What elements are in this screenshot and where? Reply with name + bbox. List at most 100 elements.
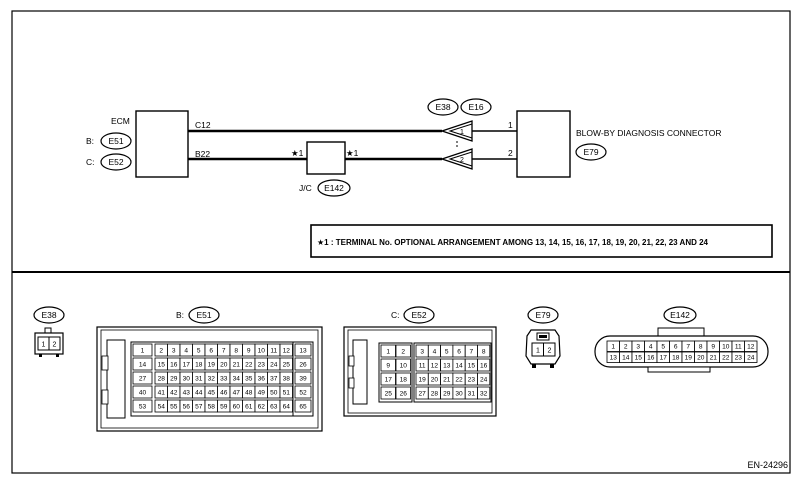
e51-pin-cell bbox=[132, 357, 153, 371]
e52-pin-cell bbox=[395, 386, 411, 400]
e52-pin-label: 28 bbox=[431, 390, 439, 397]
e52-pin-label: 12 bbox=[431, 362, 439, 369]
view-e52-code: E52 bbox=[411, 310, 426, 320]
e51-pin-label: 45 bbox=[208, 389, 216, 396]
e52-pin-label: 20 bbox=[431, 376, 439, 383]
e142-pin-label: 13 bbox=[610, 355, 618, 362]
e51-pin-label: 21 bbox=[233, 361, 241, 368]
e51-pin-cell bbox=[279, 399, 293, 413]
e51-pin-cell bbox=[132, 343, 153, 357]
view-e38-pin: 2 bbox=[53, 342, 57, 349]
e51-pin-label: 10 bbox=[258, 347, 266, 354]
view-e51-code: E51 bbox=[196, 310, 211, 320]
e52-pin-cell bbox=[380, 372, 396, 386]
view-e79-foot bbox=[532, 364, 536, 368]
view-e79: E79 1 2 bbox=[525, 306, 561, 368]
e51-pin-cell bbox=[294, 357, 312, 371]
e52-pin-label: 15 bbox=[468, 362, 476, 369]
e51-pin-label: 50 bbox=[270, 389, 278, 396]
view-e52-notch bbox=[348, 355, 355, 367]
e142-pin-label: 21 bbox=[710, 355, 718, 362]
e51-pin-label: 56 bbox=[183, 403, 191, 410]
inline-code1-ellipse bbox=[427, 98, 459, 116]
view-e38-foot bbox=[39, 354, 42, 357]
e51-pin-label: 65 bbox=[299, 403, 307, 410]
e51-pin-cell bbox=[132, 371, 153, 385]
view-e38-code: E38 bbox=[41, 310, 56, 320]
view-e79-pin: 1 bbox=[536, 348, 540, 355]
e51-pin-cell bbox=[294, 385, 312, 399]
e51-pin-label: 55 bbox=[170, 403, 178, 410]
jc-box bbox=[306, 141, 346, 175]
e51-pin-label: 33 bbox=[220, 375, 228, 382]
e51-pin-cell bbox=[279, 343, 293, 357]
e52-pin-label: 31 bbox=[468, 390, 476, 397]
e52-pin-cell bbox=[477, 358, 491, 372]
e51-pin-label: 22 bbox=[245, 361, 253, 368]
e52-pin-label: 10 bbox=[400, 362, 408, 369]
view-e51-notch bbox=[101, 389, 109, 405]
e142-pin-label: 7 bbox=[686, 344, 690, 351]
e51-pin-label: 28 bbox=[158, 375, 166, 382]
wires bbox=[188, 129, 517, 161]
e52-pin-label: 5 bbox=[445, 348, 449, 355]
inline-pin1-inner bbox=[448, 123, 473, 139]
e51-pin-label: 43 bbox=[183, 389, 191, 396]
e52-pin-cell bbox=[395, 358, 411, 372]
view-e51-notch bbox=[101, 355, 109, 371]
e142-pin-label: 4 bbox=[649, 344, 653, 351]
e52-pin-label: 3 bbox=[420, 348, 424, 355]
e52-pin-label: 11 bbox=[419, 362, 426, 369]
e51-pin-label: 32 bbox=[208, 375, 216, 382]
e51-pin-label: 42 bbox=[170, 389, 178, 396]
e52-pin-label: 2 bbox=[401, 348, 405, 355]
e142-pin-label: 11 bbox=[735, 344, 742, 351]
e51-pin-cell bbox=[294, 399, 312, 413]
e51-pin-cell bbox=[279, 357, 293, 371]
inline-pin2-label: 2 bbox=[460, 157, 464, 164]
e51-pin-cell bbox=[279, 371, 293, 385]
e52-pin-cell bbox=[395, 344, 411, 358]
view-e38: E38 1 2 bbox=[33, 306, 65, 357]
note-frame bbox=[310, 224, 773, 258]
e51-pin-label: 60 bbox=[233, 403, 241, 410]
e51-pin-label: 29 bbox=[170, 375, 178, 382]
e51-pin-label: 34 bbox=[233, 375, 241, 382]
e142-pin-label: 22 bbox=[722, 355, 730, 362]
e51-pin-label: 23 bbox=[258, 361, 266, 368]
view-e79-code: E79 bbox=[535, 310, 550, 320]
e51-pin-label: 59 bbox=[220, 403, 228, 410]
e51-pin-label: 20 bbox=[220, 361, 228, 368]
e51-pin-label: 61 bbox=[245, 403, 253, 410]
e51-pin-label: 9 bbox=[247, 347, 251, 354]
e51-pin-label: 3 bbox=[172, 347, 176, 354]
e52-pin-cell bbox=[395, 372, 411, 386]
view-e51-prefix: B: bbox=[176, 310, 184, 320]
e51-pin-label: 8 bbox=[234, 347, 238, 354]
view-e51-lock bbox=[106, 339, 126, 419]
jc-mark-right: ★1 bbox=[346, 148, 359, 158]
e51-pin-label: 47 bbox=[233, 389, 241, 396]
ecm-b-code-ellipse bbox=[100, 132, 132, 150]
blowby-code: E79 bbox=[583, 147, 598, 157]
e51-pin-label: 18 bbox=[195, 361, 203, 368]
inline-pin2-inner bbox=[448, 151, 473, 167]
e51-pin-label: 17 bbox=[183, 361, 191, 368]
e52-pin-cell bbox=[380, 386, 396, 400]
ecm-c-code: E52 bbox=[108, 157, 123, 167]
e142-pin-label: 9 bbox=[711, 344, 715, 351]
ecm-c-code-ellipse bbox=[100, 153, 132, 171]
view-e38-pin: 1 bbox=[42, 342, 46, 349]
view-e38-foot bbox=[56, 354, 59, 357]
figure-id: EN-24296 bbox=[747, 460, 788, 470]
e51-pin-label: 62 bbox=[258, 403, 266, 410]
inline-pin1-arrow bbox=[439, 120, 473, 142]
view-e52-code-ellipse bbox=[403, 306, 435, 324]
e142-pin-label: 6 bbox=[674, 344, 678, 351]
ecm-c-prefix: C: bbox=[86, 157, 95, 167]
e51-pin-label: 39 bbox=[299, 375, 307, 382]
